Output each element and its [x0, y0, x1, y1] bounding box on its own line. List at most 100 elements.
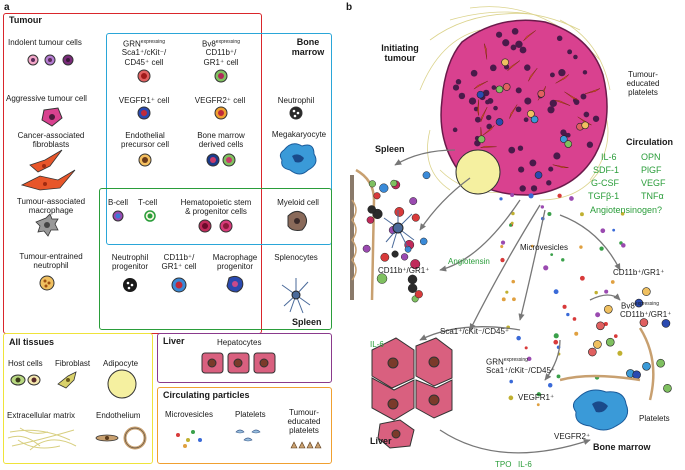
bmdc-label-2: derived cells	[198, 140, 244, 149]
circulating-title: Circulating particles	[163, 390, 250, 400]
vegfr2-cell-label: VEGFR2⁺ cell	[194, 96, 246, 105]
host-cells-label: Host cells	[8, 359, 43, 368]
factor-opn: OPN	[641, 152, 661, 162]
platelets-legend-label: Platelets	[235, 410, 266, 419]
liver-legend-box	[157, 333, 332, 383]
aggressive-tumour-label: Aggressive tumour cell	[6, 94, 87, 103]
adipocyte-label: Adipocyte	[103, 359, 139, 368]
endothelial-precursor-label-2: precursor cell	[120, 140, 170, 149]
hsc-label-1: Hematopoietic stem	[180, 198, 252, 207]
factor-angiotensinogen: Angiotensinogen?	[590, 205, 663, 215]
liver-diagram-label: Liver	[370, 436, 392, 446]
bmdc-label-1: Bone marrow	[197, 131, 245, 140]
hsc-label-2: & progenitor cells	[185, 207, 247, 216]
tep-label-3: platelets	[628, 88, 658, 97]
macrophage-progenitor-label-1: Macrophage	[212, 253, 258, 262]
grn-cell-label-1: GRNexpressing	[123, 39, 165, 49]
tep-legend-label-2: educated	[287, 417, 321, 426]
factor-vegf: VEGF	[641, 178, 666, 188]
adipocyte-icon	[107, 369, 137, 399]
spleen-tissue-icon	[350, 168, 431, 303]
neutrophil-icon	[289, 106, 303, 120]
grn-diagram-label-1: GRNexpressing	[486, 357, 528, 367]
vegfr1-diagram-label: VEGFR1⁺	[518, 393, 555, 402]
hsc-icon	[198, 219, 233, 233]
factor-plgf: PlGF	[641, 165, 662, 175]
il6-liver-label: IL-6	[370, 340, 384, 349]
all-tissues-legend-box	[3, 333, 153, 464]
megakaryocyte-label: Megakaryocyte	[271, 130, 327, 139]
tam-label-2: macrophage	[28, 206, 74, 215]
tpo-label: TPO	[495, 460, 512, 469]
bone-marrow-diagram-label: Bone marrow	[593, 442, 651, 452]
bone-marrow-niche-icon	[559, 327, 655, 431]
neutrophil-progenitor-icon	[123, 278, 137, 292]
ecm-label: Extracellular matrix	[7, 411, 76, 420]
myeloid-label: Myeloid cell	[277, 198, 319, 207]
neutrophil-progenitor-label-2: progenitor	[111, 262, 149, 271]
ten-label-2: neutrophil	[33, 261, 69, 270]
initiating-tumour-label-2: tumour	[384, 53, 416, 63]
circulating-legend-box	[157, 387, 332, 464]
megakaryocyte-icon	[279, 143, 317, 175]
bone-marrow-legend-title-1: Bone	[296, 37, 320, 47]
microvesicles-cloud-icon	[499, 193, 672, 407]
vegfr1-cell-icon	[137, 106, 151, 120]
bone-marrow-legend-title-2: marrow	[291, 47, 325, 57]
caf-icon	[20, 149, 76, 191]
bv8-diagram-label-2: CD11b⁺/GR1⁺	[620, 310, 672, 319]
ecm-icon	[7, 427, 77, 451]
microvesicles-legend-icon	[176, 430, 202, 448]
microvesicles-legend-label: Microvesicles	[165, 410, 214, 419]
neutrophil-label: Neutrophil	[277, 96, 315, 105]
spleen-cd11b-diagram-label: CD11b⁺/GR1⁺	[378, 266, 430, 275]
bv8-cell-icon	[214, 69, 228, 83]
indolent-tumour-cells-icon	[27, 54, 74, 66]
initiating-tumour-icon	[440, 19, 608, 196]
hepatocytes-label: Hepatocytes	[217, 338, 262, 347]
factor-tnfa: TNFα	[641, 191, 664, 201]
tep-legend-label-1: Tumour-	[289, 408, 319, 417]
spleen-legend-box	[99, 188, 332, 330]
platelets-diagram-label: Platelets	[639, 414, 670, 423]
microvesicles-diagram-label: Microvesicles	[520, 243, 569, 252]
spleen-legend-title: Spleen	[292, 317, 322, 327]
ten-icon	[39, 275, 55, 291]
tep-legend-icon	[290, 441, 322, 449]
grn-cell-label-3: CD45⁺ cell	[124, 58, 164, 67]
angiotensin-label: Angiotensin	[448, 257, 490, 266]
sca1-diagram-label: Sca1⁺/cKit⁻/CD45⁺	[440, 327, 510, 336]
spleen-cd11b-label-1: CD11b⁺/	[163, 253, 195, 262]
bv8-cell-label-1: Bv8expressing	[202, 39, 240, 49]
macrophage-progenitor-label-2: progenitor	[216, 262, 254, 271]
tam-label-1: Tumour-associated	[16, 197, 86, 206]
panel-label-a: a	[4, 2, 10, 13]
il6-bottom-label: IL-6	[518, 460, 532, 469]
caf-label-2: fibroblasts	[32, 140, 70, 149]
bv8-diagram-label-1: Bv8expressing	[621, 301, 659, 311]
cd11b-gr1-cell-icon	[171, 277, 187, 293]
vegfr1-cell-label: VEGFR1⁺ cell	[118, 96, 170, 105]
bone-marrow-legend-box	[106, 33, 332, 245]
tcell-label: T-cell	[138, 198, 158, 207]
grn-cell-icon	[137, 69, 151, 83]
tep-label-2: educated	[626, 79, 660, 88]
aggressive-tumour-cell-icon	[41, 107, 63, 127]
endothelial-precursor-label-1: Endothelial	[125, 131, 165, 140]
bcell-label: B-cell	[108, 198, 129, 207]
circulation-title: Circulation	[626, 137, 674, 147]
factor-il6: IL-6	[601, 152, 617, 162]
caf-label-1: Cancer-associated	[17, 131, 85, 140]
tam-icon	[35, 213, 59, 237]
tumour-legend-title: Tumour	[9, 15, 42, 25]
indolent-tumour-label: Indolent tumour cells	[8, 38, 82, 47]
fibroblast-icon	[57, 371, 77, 389]
spleen-diagram-label: Spleen	[375, 144, 405, 154]
tcell-icon	[144, 210, 156, 222]
platelets-legend-icon	[235, 429, 261, 442]
vegfr2-cell-icon	[214, 106, 228, 120]
all-tissues-title: All tissues	[9, 337, 55, 347]
factor-gcsf: G-CSF	[591, 178, 619, 188]
neutrophil-progenitor-label-1: Neutrophil	[111, 253, 149, 262]
